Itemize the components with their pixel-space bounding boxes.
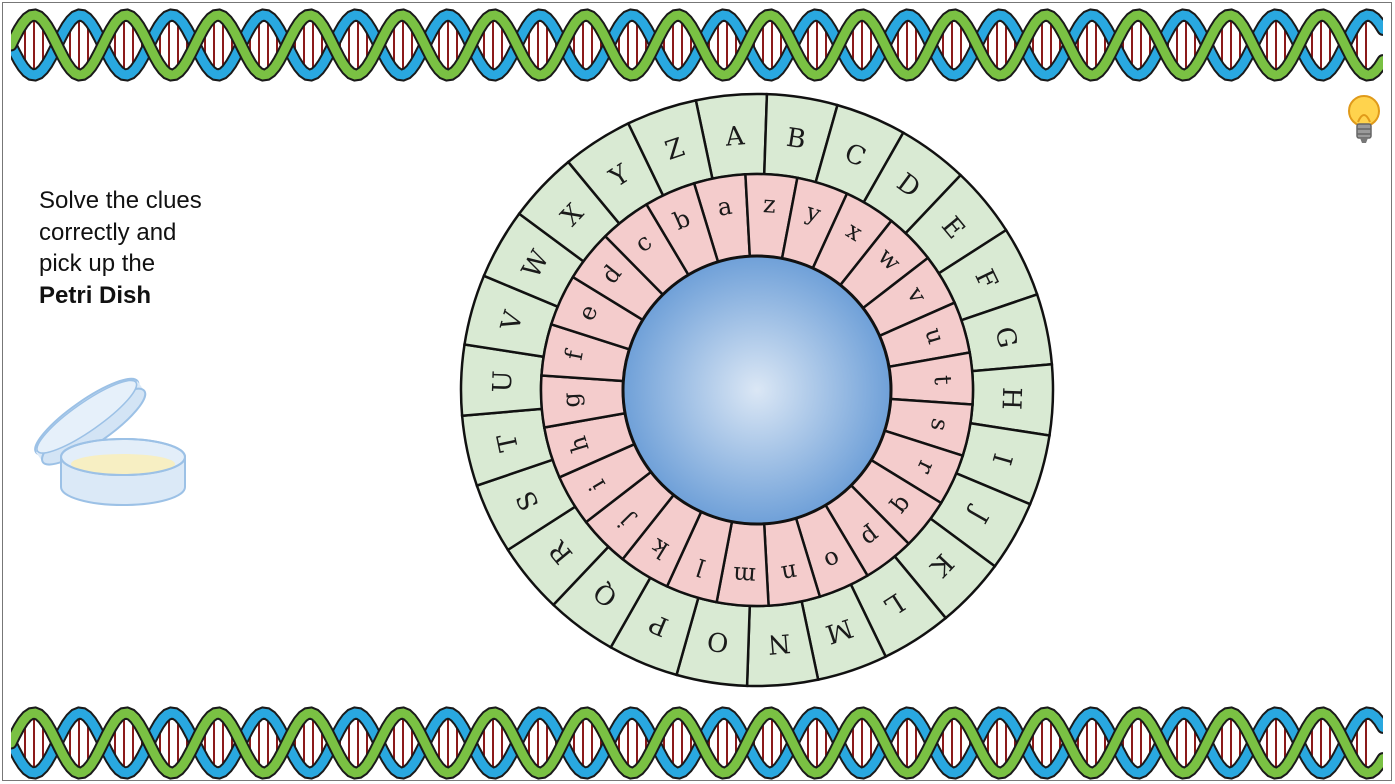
dna-strand	[11, 10, 1383, 80]
dna-border-bottom	[11, 706, 1383, 780]
outer-letter-T: T	[492, 430, 525, 454]
outer-letter-U: U	[488, 370, 519, 393]
outer-letter-N: N	[766, 627, 791, 659]
dna-border-top	[11, 8, 1383, 82]
outer-letter-H: H	[995, 387, 1026, 411]
outer-letter-B: B	[784, 123, 807, 156]
inner-letter-a: a	[715, 192, 734, 222]
inner-letter-n: n	[779, 558, 799, 588]
instructions-text: Solve the clues correctly and pick up th…	[39, 185, 219, 311]
instructions-target: Petri Dish	[39, 281, 152, 309]
inner-letter-t: t	[928, 374, 956, 385]
inner-letter-s: s	[925, 416, 955, 433]
wheel-center[interactable]	[621, 254, 893, 526]
outer-letter-O: O	[705, 625, 731, 658]
inner-letter-g: g	[557, 392, 586, 409]
dna-strand	[11, 708, 1383, 778]
outer-letter-A: A	[723, 121, 747, 153]
instructions-line: Solve the clues correctly and pick up th…	[39, 187, 202, 277]
lightbulb-icon[interactable]	[1346, 94, 1382, 146]
inner-letter-m: m	[732, 561, 757, 590]
inner-letter-z: z	[762, 190, 777, 219]
petri-dish-icon[interactable]	[28, 372, 193, 510]
